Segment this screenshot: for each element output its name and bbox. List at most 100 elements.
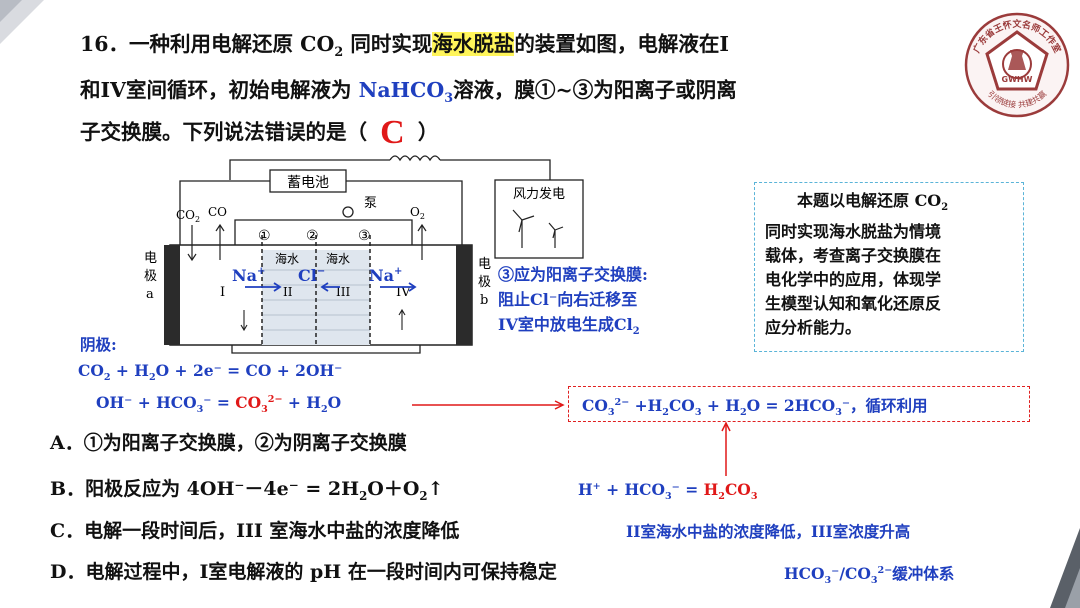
note-line: 本题以电解还原 CO2 (765, 189, 1013, 220)
cathode-equation: CO2 + H2O + 2e⁻ = CO + 2OH⁻ (78, 361, 342, 383)
annotation-line: 阻止Cl⁻向右迁移至 (498, 290, 638, 309)
note-line: 生模型认知和氧化还原反 (765, 294, 942, 314)
subscript: 3 (870, 575, 878, 587)
note-line: 应分析能力。 (765, 318, 862, 338)
option-label: C． (50, 520, 85, 542)
svg-text:Na+: Na+ (369, 266, 402, 285)
carbonate-product: CO32− (235, 393, 283, 416)
superscript: 2− (877, 564, 893, 576)
eq-text: O (327, 393, 342, 412)
option-text: O＋O (367, 478, 420, 500)
subscript: 2 (718, 491, 725, 503)
corner-decoration-bottom-right-inner (1065, 568, 1080, 608)
electrode-b-label: b (480, 293, 488, 308)
svg-text:CO2: CO2 (176, 208, 200, 224)
question-line-2: 和IV室间循环，初始电解液为 NaHCO3溶液，膜①~③为阳离子或阴离 (80, 70, 737, 118)
subscript: 2 (320, 404, 328, 416)
eq-text: + H (701, 396, 740, 415)
option-d-note: HCO3⁻/CO32−缓冲体系 (784, 562, 954, 586)
subscript: 3 (607, 407, 615, 419)
up-arrow (721, 421, 731, 476)
pump-icon (342, 206, 354, 218)
resistor-coil (389, 155, 441, 162)
subscript: 2 (103, 372, 111, 384)
eq-text: CO (724, 480, 751, 499)
sodium-ion-label: Na (232, 266, 257, 285)
superscript: − (317, 266, 325, 277)
option-text: 电解过程中，I室电解液的 pH 在一段时间内可保持稳定 (85, 561, 557, 583)
option-text: 电解一段时间后，III 室海水中盐的浓度降低 (84, 520, 460, 542)
electrode-b-label: 极 (478, 275, 491, 290)
logo-center-text: GWHW (1002, 75, 1033, 84)
subscript: 3 (824, 575, 832, 587)
note-line: 载体，考查离子交换膜在 (765, 246, 942, 266)
option-c-note: II室海水中盐的浓度降低，III室浓度升高 (626, 522, 911, 541)
subscript: 2 (632, 326, 640, 338)
subscript: 3 (444, 90, 454, 106)
subscript: 2 (359, 488, 368, 503)
option-c: C．电解一段时间后，III 室海水中盐的浓度降低 (50, 516, 459, 546)
room-1-label: I (220, 285, 225, 300)
eq-text: ⁻ = (203, 393, 236, 412)
option-label: D． (50, 561, 86, 583)
superscript: + (394, 266, 402, 277)
option-text: ↑ (427, 478, 444, 500)
seawater-label-2: 海水 (326, 251, 350, 266)
svg-text:O2: O2 (410, 205, 425, 221)
co-label: CO (208, 205, 227, 219)
eq-text: ⁻，循环利用 (841, 396, 928, 415)
eq-text: CO (235, 393, 262, 412)
electrode-a (164, 245, 180, 345)
question-text: 16．一种利用电解还原 CO (80, 32, 335, 56)
answer-mark: C (380, 114, 405, 151)
option-text: 阳极反应为 4OH⁻－4e⁻ = 2H (85, 478, 360, 500)
wind-power-label: 风力发电 (513, 186, 565, 202)
eq-text: + HCO (600, 480, 665, 499)
option-text: ①为阳离子交换膜，②为阴离子交换膜 (83, 432, 407, 454)
electrolysis-apparatus-diagram: 蓄电池 风力发电 ① ② ③ 泵 CO2 CO O2 海水 (144, 155, 584, 354)
membrane-1-label: ① (258, 228, 271, 244)
membrane-2-label: ② (306, 228, 319, 244)
corner-decoration-top-left-inner (0, 0, 22, 22)
note-line: 同时实现海水脱盐为情境 (765, 222, 942, 242)
superscript: + (592, 480, 601, 492)
electrode-a-label: a (146, 287, 154, 302)
annotation-line: ③应为阳离子交换膜: (498, 265, 648, 284)
electrode-b-label: 电 (478, 257, 491, 272)
bicarbonate-equation: OH⁻ + HCO3⁻ = CO32− + H2O (96, 393, 341, 415)
pump-label: 泵 (364, 196, 377, 211)
membrane-3-annotation: ③应为阳离子交换膜: 阻止Cl⁻向右迁移至 IV室中放电生成Cl2 (498, 262, 648, 344)
eq-text: OH⁻ + HCO (96, 393, 197, 412)
option-d: D．电解过程中，I室电解液的 pH 在一段时间内可保持稳定 (50, 557, 557, 587)
membrane-3-label: ③ (358, 228, 371, 244)
subscript: 3 (835, 407, 842, 419)
chloride-ion-label: Cl (298, 266, 317, 285)
flow-arrows (412, 400, 565, 410)
room-3-label: III (336, 285, 350, 299)
eq-text: O = 2HCO (746, 396, 836, 415)
note-line: 电化学中的应用，体现学 (765, 270, 942, 290)
studio-logo: 广东省王怀文名师工作室 引领链接 共建共赢 GWHW (964, 12, 1070, 118)
eq-text: H (578, 480, 593, 499)
eq-text: H (703, 480, 719, 499)
subscript: 2 (195, 215, 200, 224)
seawater-label-1: 海水 (275, 251, 299, 266)
eq-text: ⁻ = (671, 480, 704, 499)
eq-text: 缓冲体系 (892, 564, 955, 583)
eq-text: +H (629, 396, 663, 415)
eq-text: ⁻/CO (831, 564, 871, 583)
subscript: 3 (261, 404, 268, 416)
question-text: 同时实现 (343, 32, 433, 56)
room-4-label: IV (396, 285, 411, 300)
electrolyte-formula: NaHCO3 (358, 78, 454, 106)
room-2-label: II (283, 285, 293, 299)
subscript: 3 (664, 491, 672, 503)
subscript: 3 (750, 491, 758, 503)
annotation-line: IV室中放电生成Cl2 (498, 312, 648, 344)
formula-text: NaHCO (358, 78, 445, 102)
electrode-b (456, 245, 472, 345)
question-text: 的装置如图，电解液在I (514, 32, 729, 56)
superscript: + (257, 266, 265, 277)
superscript: 2− (267, 393, 283, 405)
wind-turbine-icon (512, 209, 564, 248)
